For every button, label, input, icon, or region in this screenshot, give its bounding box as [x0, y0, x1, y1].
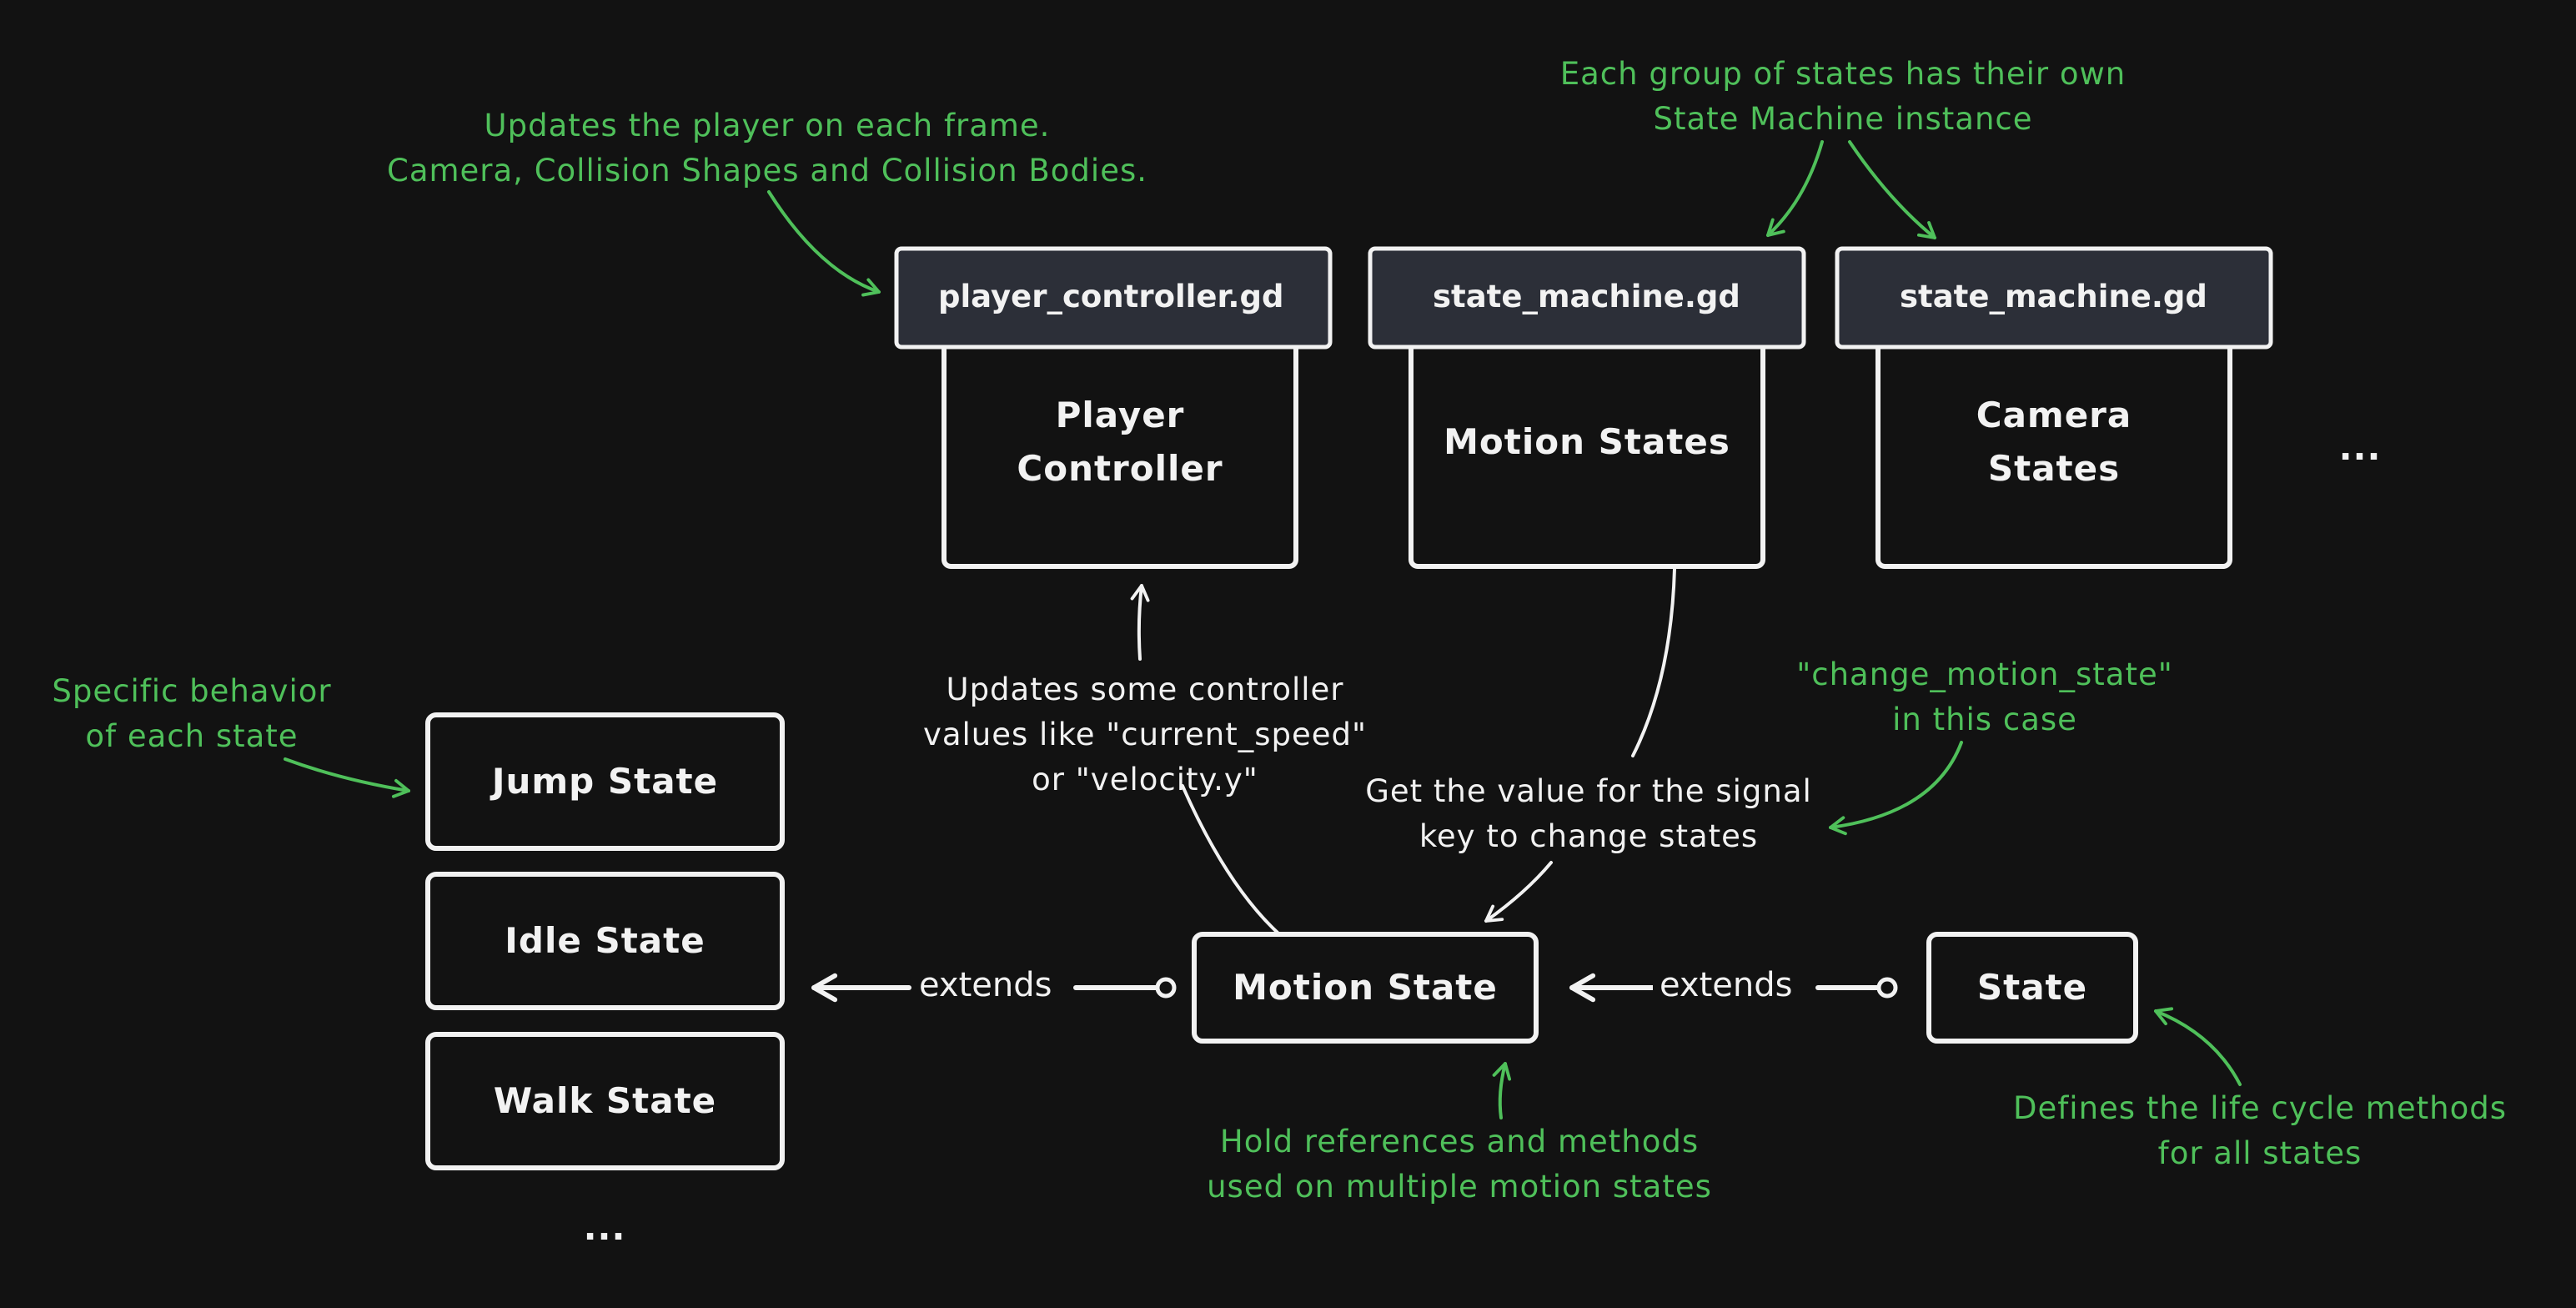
note-player-controller: Updates the player on each frame. Camera… — [386, 108, 1147, 189]
state-label: State — [1976, 967, 2088, 1008]
top-more-ellipsis: ... — [2338, 427, 2382, 468]
motion-state-label: Motion State — [1233, 967, 1498, 1008]
extends-left-label: extends — [912, 966, 1059, 1004]
note-player-arrow — [767, 190, 881, 297]
player-controller-header — [894, 246, 1333, 350]
bottom-more-ellipsis: ... — [583, 1207, 626, 1248]
note-hold-arrow — [1492, 1062, 1512, 1119]
motion-states-to-signal-curve — [1631, 567, 1676, 757]
player-controller-script-label: player_controller.gd — [938, 279, 1284, 314]
camera-state-machine-script-label: state_machine.gd — [1900, 279, 2207, 314]
motion-state-box — [1192, 932, 1539, 1044]
signal-to-motion-state-arrow — [1484, 861, 1553, 923]
walk-state-box — [425, 1032, 785, 1170]
note-signal-arrow — [1829, 741, 1963, 836]
player-controller-label: Player Controller — [1017, 395, 1223, 489]
note-state-machine-groups: Each group of states has their own State… — [1559, 56, 2127, 137]
motion-to-controller-curve — [1181, 784, 1279, 934]
jump-state-label: Jump State — [491, 761, 719, 802]
controller-up-arrow — [1130, 584, 1150, 661]
note-change-motion-state: "change_motion_state" in this case — [1796, 657, 2173, 737]
walk-state-label: Walk State — [493, 1080, 717, 1121]
extends-right-origin — [1876, 977, 1898, 999]
note-hold-references: Hold references and methods used on mult… — [1207, 1124, 1712, 1205]
jump-state-box — [425, 712, 785, 851]
idle-state-box — [425, 872, 785, 1010]
note-specific-behavior: Specific behavior of each state — [52, 673, 332, 754]
note-group-arrow-right — [1848, 140, 1936, 239]
idle-state-label: Idle State — [505, 920, 706, 961]
note-group-arrow-left — [1766, 140, 1824, 237]
extends-right-label: extends — [1653, 966, 1800, 1004]
camera-state-machine-header — [1835, 246, 2273, 350]
note-updates-values: Updates some controller values like "cur… — [922, 672, 1368, 797]
camera-states-label: Camera States — [1976, 395, 2132, 489]
motion-state-machine-script-label: state_machine.gd — [1433, 279, 1740, 314]
note-lifecycle-arrow — [2154, 1007, 2242, 1086]
note-life-cycle: Defines the life cycle methods for all s… — [2013, 1090, 2507, 1171]
note-signal-key: Get the value for the signal key to chan… — [1365, 773, 1812, 854]
motion-states-label: Motion States — [1444, 421, 1730, 462]
motion-state-machine-header — [1368, 246, 1806, 350]
note-behavior-arrow — [284, 757, 410, 798]
extends-left-origin — [1155, 977, 1177, 999]
state-box — [1926, 932, 2138, 1044]
